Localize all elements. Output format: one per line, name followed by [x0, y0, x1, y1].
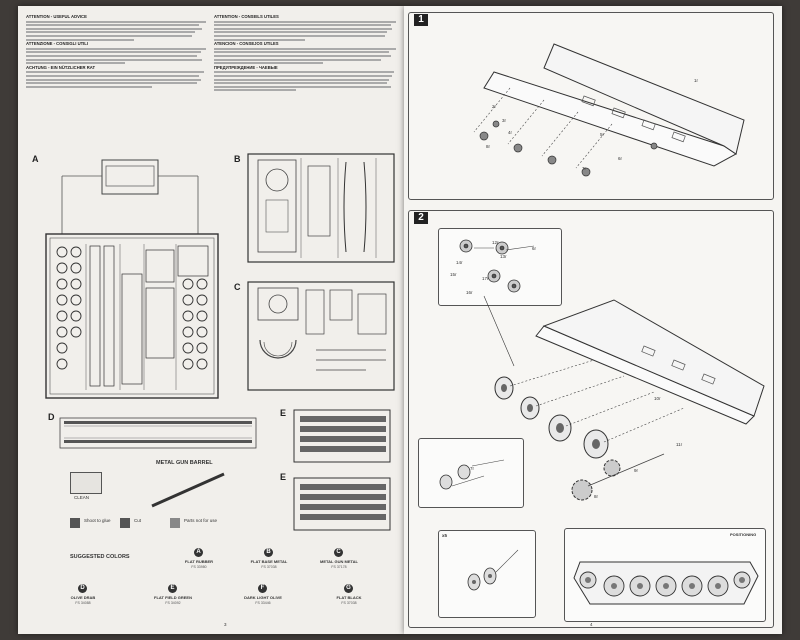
- color-code-b: FS 37038: [261, 565, 277, 569]
- cut-symbol: [120, 518, 130, 528]
- step-2-inset-wheels: [438, 228, 562, 306]
- color-name-a: FLAT RUBBER: [184, 559, 214, 564]
- not-for-use-label: Parts not for use: [184, 518, 218, 523]
- s2-callout-6-top: 6r: [532, 246, 537, 251]
- step-2-hull-drawing: [483, 295, 765, 459]
- suggested-colors-title: SUGGESTED COLORS: [70, 554, 130, 560]
- positioning-drawing: [573, 561, 759, 605]
- color-letter-d: D: [78, 584, 87, 593]
- sprue-e-drawing-1: [293, 409, 391, 463]
- s2-callout-13: 13r: [500, 254, 507, 259]
- sprocket-drawing: [571, 453, 665, 501]
- not-for-use-symbol: [170, 518, 180, 528]
- sprue-e-drawing-2: [293, 477, 391, 531]
- page-number-left: 3: [224, 622, 227, 627]
- sprue-label-a: A: [32, 154, 39, 164]
- s1-callout-2: 2r: [492, 104, 497, 109]
- inset-roadwheel-drawing: [467, 549, 519, 591]
- s1-callout-8: 8r: [486, 144, 491, 149]
- s1-callout-7: 7r: [582, 166, 587, 171]
- color-letter-b: B: [264, 548, 273, 557]
- sprue-a-drawing: [45, 159, 219, 399]
- color-name-d: OLIVE DRAB: [70, 595, 96, 600]
- color-letter-e: E: [168, 584, 177, 593]
- step-1-drawing: [473, 43, 745, 177]
- s2-callout-7: 7r: [470, 466, 475, 471]
- color-code-f: FS 33446: [255, 601, 271, 605]
- s1-callout-3: 3r: [502, 118, 507, 123]
- color-code-e: FS 34092: [165, 601, 181, 605]
- s2-callout-11: 11r: [676, 442, 683, 447]
- glue-symbol: [70, 518, 80, 528]
- s2-callout-12: 12r: [492, 240, 499, 245]
- section-heading-fr: ATTENTION - CONSEILS UTILES: [214, 14, 279, 19]
- positioning-label: POSITIONING: [730, 532, 757, 537]
- color-letter-a: A: [194, 548, 203, 557]
- sprue-d-drawing: [59, 417, 257, 449]
- page-number-right: 4: [590, 622, 593, 627]
- s2-callout-17: 17r: [482, 276, 489, 281]
- s2-callout-16: 16r: [466, 290, 473, 295]
- section-heading-it: ATTENZIONE - CONSIGLI UTILI: [26, 41, 89, 47]
- s2-callout-9: 9r: [634, 468, 639, 473]
- cut-label: Cut: [134, 518, 142, 523]
- section-heading-es: ATENCION - CONSEJOS UTILES: [214, 41, 279, 47]
- color-name-g: FLAT BLACK: [336, 595, 362, 600]
- s1-callout-5: 5r: [600, 132, 605, 137]
- color-code-c: FS 37178: [331, 565, 347, 569]
- right-page: 1 1r 2r 3r 4r 5r 6r 7r 8r 2: [404, 6, 782, 634]
- clean-symbol: [70, 472, 102, 494]
- color-letter-g: G: [344, 584, 353, 593]
- step-2-inset-idler: [418, 438, 524, 508]
- metal-barrel-drawing: [151, 472, 225, 508]
- color-name-b: FLAT BASE METAL: [250, 559, 288, 564]
- sprue-label-d: D: [48, 412, 55, 422]
- s2-callout-8: 8r: [594, 494, 599, 499]
- inset-wheels-drawing: [459, 239, 535, 293]
- color-letter-f: F: [258, 584, 267, 593]
- s2-callout-15: 15r: [450, 272, 457, 277]
- sprue-c-drawing: [247, 281, 395, 391]
- sprue-label-e-2: E: [280, 472, 287, 482]
- color-name-e: FLAT FIELD GREEN: [154, 595, 192, 600]
- section-heading-ru: ПРЕДУПРЕЖДЕНИЕ - ЧАЕВЫЕ: [214, 64, 278, 70]
- clean-label: CLEAN: [74, 495, 90, 500]
- left-page: ATTENTION - USEFUL ADVICE ATTENZIONE - C…: [18, 6, 404, 634]
- metal-barrel-label: METAL GUN BARREL: [156, 460, 213, 466]
- color-code-g: FS 37038: [341, 601, 357, 605]
- step-1-number: 1: [414, 14, 428, 26]
- color-code-a: FS 33980: [191, 565, 207, 569]
- color-code-d: FS 34088: [75, 601, 91, 605]
- sprue-label-b: B: [234, 154, 241, 164]
- sprue-label-c: C: [234, 282, 241, 292]
- s1-callout-6: 6r: [618, 156, 623, 161]
- color-name-c: METAL GUN METAL: [320, 559, 358, 564]
- s2-callout-14: 14r: [456, 260, 463, 265]
- section-heading-de: ACHTUNG - EIN NÜTZLICHER RAT: [26, 64, 96, 70]
- inset-idler-drawing: [439, 459, 505, 490]
- sprue-label-e: E: [280, 408, 287, 418]
- s1-callout-1: 1r: [694, 78, 699, 83]
- glue-label: Shoot to glue: [84, 518, 111, 523]
- inset-multiplier: x5: [442, 533, 448, 538]
- section-heading-en: ATTENTION - USEFUL ADVICE: [26, 14, 87, 19]
- instructions-right-column: ATTENTION - CONSEILS UTILES ATENCION - C…: [214, 14, 396, 114]
- instructions-left-column: ATTENTION - USEFUL ADVICE ATTENZIONE - C…: [26, 14, 206, 114]
- s1-callout-4: 4r: [508, 130, 513, 135]
- s2-callout-10: 10r: [654, 396, 661, 401]
- color-name-f: DARK LIGHT OLIVE: [244, 595, 282, 600]
- color-letter-c: C: [334, 548, 343, 557]
- step-2-number: 2: [414, 212, 428, 224]
- sprue-b-drawing: [247, 153, 395, 263]
